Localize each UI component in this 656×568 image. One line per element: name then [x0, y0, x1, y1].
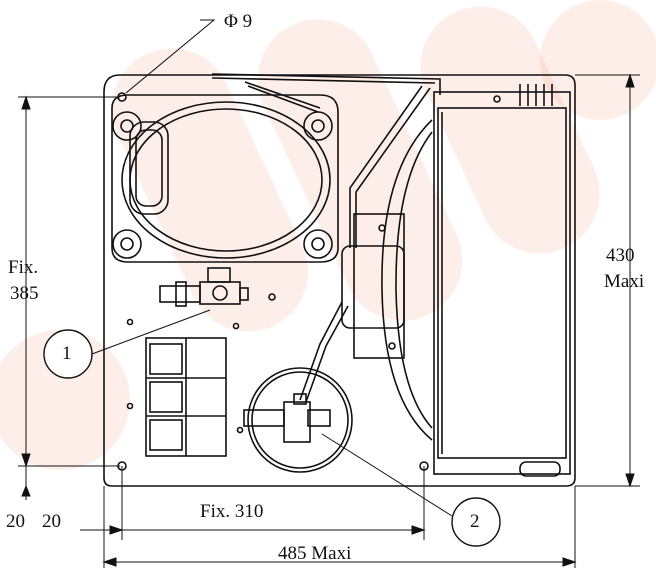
height-max-dimension — [575, 73, 640, 488]
callout-1-leader — [91, 309, 211, 355]
compressor — [111, 94, 339, 263]
height-fixing-prefix: Fix. — [8, 257, 39, 278]
height-max-value: 430 — [606, 245, 635, 266]
base-plate — [103, 74, 576, 487]
offset-left-label: 20 — [6, 511, 25, 532]
height-fixing-value: 385 — [10, 283, 39, 304]
fan-blade — [381, 119, 433, 441]
service-valve-1 — [159, 267, 249, 307]
height-max-suffix: Maxi — [604, 271, 645, 292]
height-fixing-dimension — [18, 95, 120, 468]
top-tube — [211, 73, 441, 113]
width-fixing-label: Fix. 310 — [200, 501, 264, 522]
callout-2-circle — [451, 497, 501, 547]
callout-2-number: 2 — [470, 511, 480, 532]
callout-2-leader — [321, 433, 453, 517]
offset-bottom-label: 20 — [42, 511, 61, 532]
callout-1-circle — [43, 329, 93, 379]
condenser — [433, 84, 571, 477]
callout-1-number: 1 — [62, 343, 72, 364]
width-max-dimension — [102, 486, 577, 568]
liquid-receiver — [243, 367, 353, 473]
width-fixing-dimension — [122, 466, 426, 540]
electrical-box — [145, 337, 227, 457]
hole-diameter-leader — [125, 19, 216, 94]
fan-motor — [341, 213, 405, 359]
width-max-label: 485 Maxi — [278, 543, 352, 564]
refrigerant-pipe — [299, 85, 431, 403]
hole-diameter-label: Φ 9 — [224, 11, 253, 32]
offset-dimension — [21, 466, 124, 540]
